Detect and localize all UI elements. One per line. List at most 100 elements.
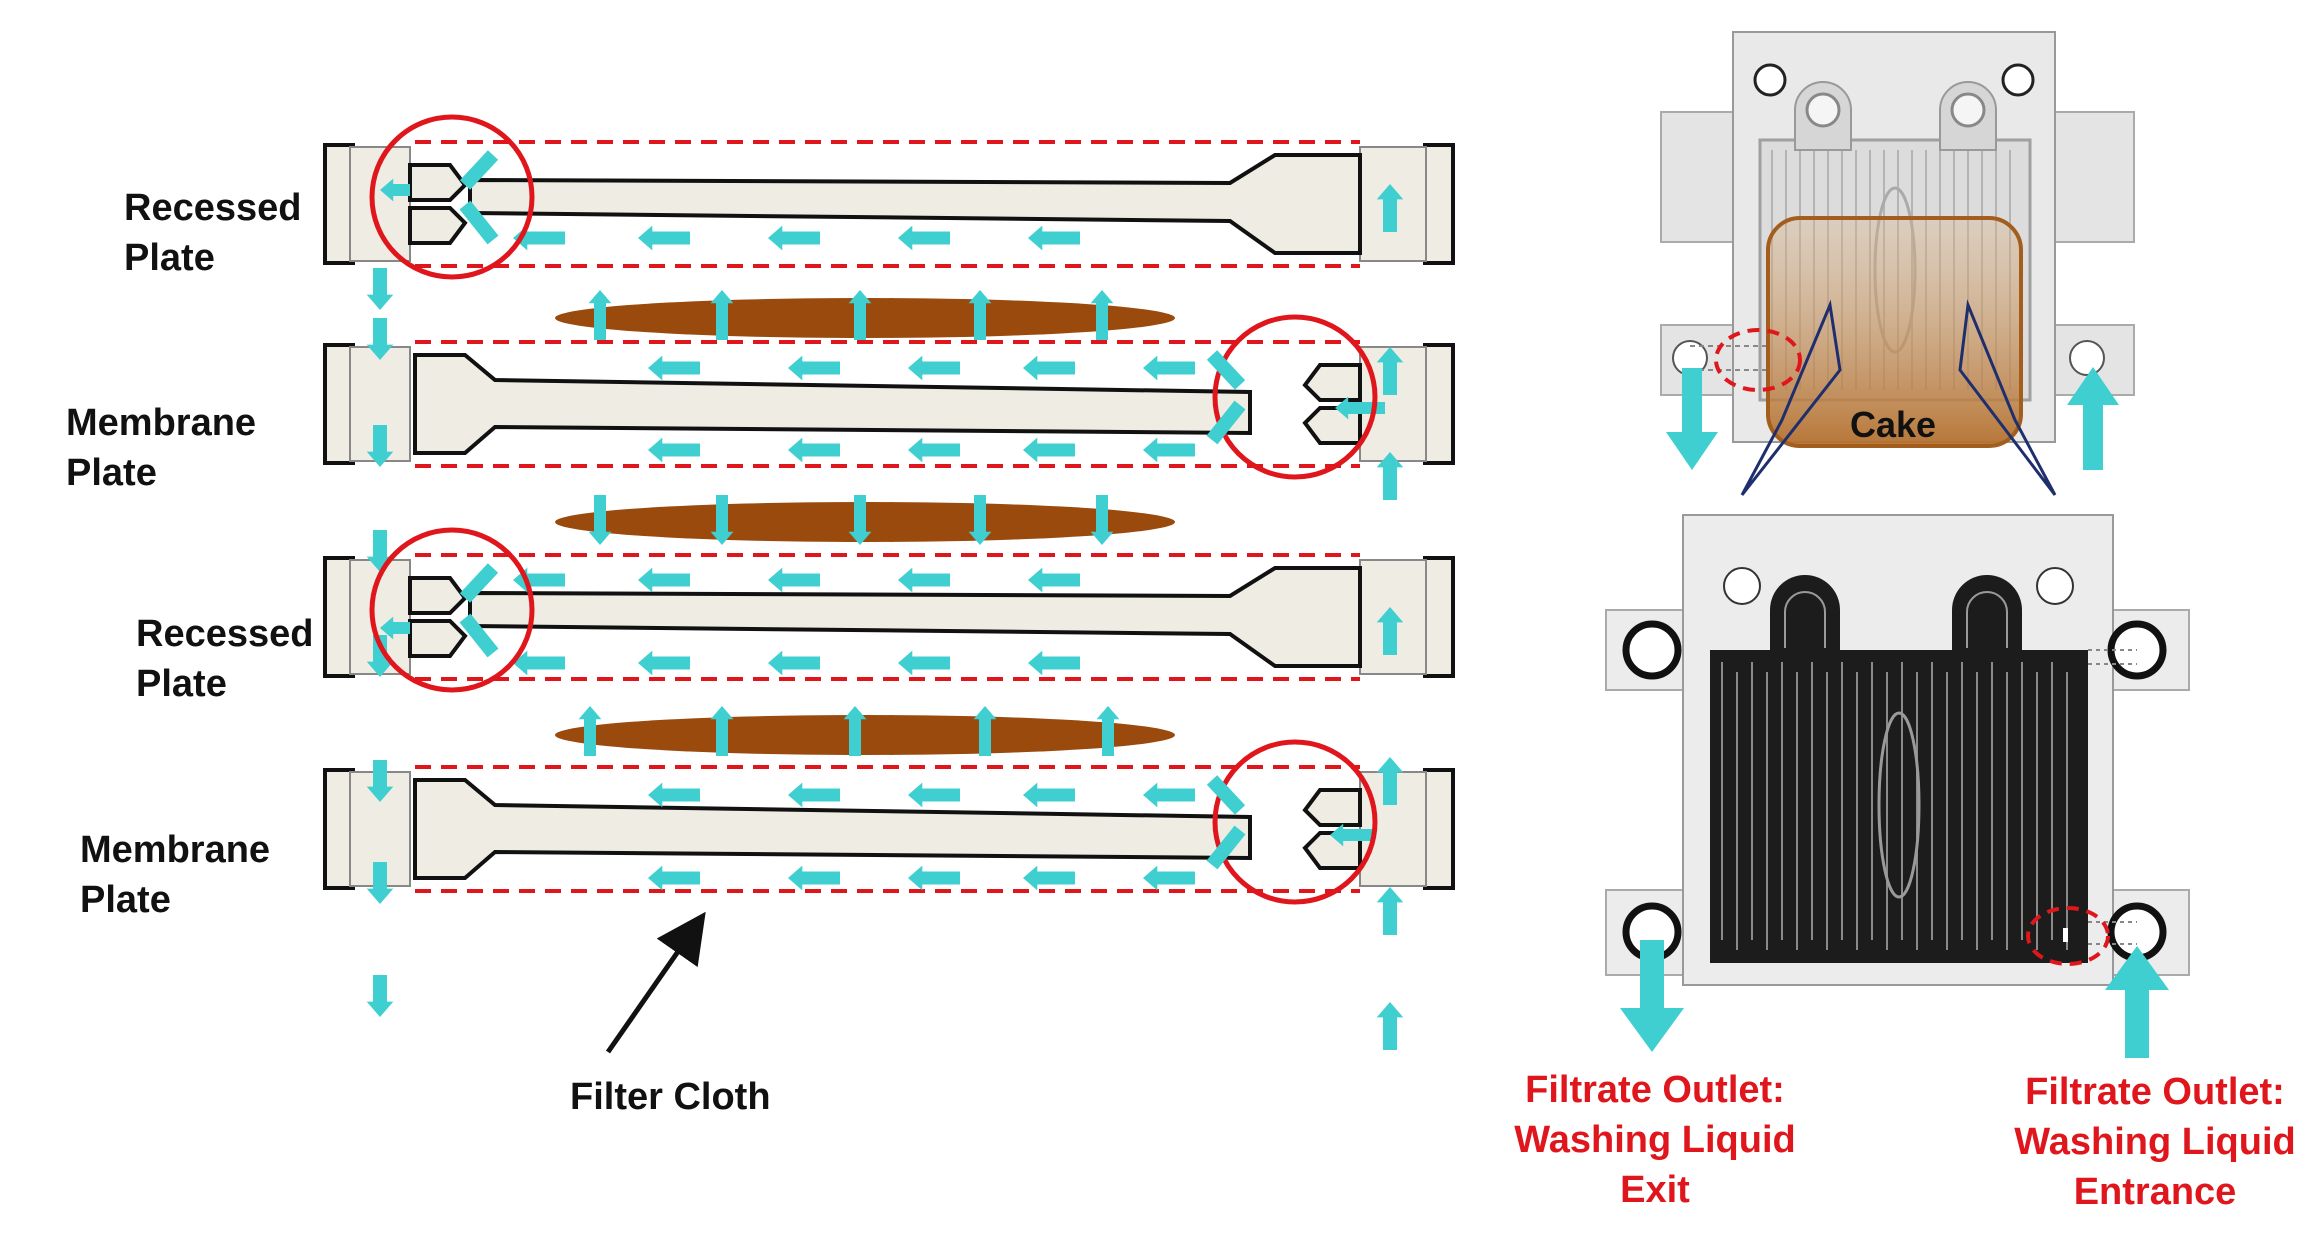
- outlet-label-line: Exit: [1620, 1169, 1690, 1211]
- port-fork: [408, 206, 468, 245]
- flow-bar: [1206, 350, 1246, 390]
- flow-arrow-icon: [648, 355, 700, 381]
- plate-end-cap: [323, 343, 355, 465]
- plate-body: [413, 778, 1252, 880]
- flow-arrow-icon: [513, 650, 565, 676]
- flow-arrow-icon: [1376, 184, 1404, 232]
- flow-arrow-icon: [1023, 355, 1075, 381]
- port-fork: [408, 619, 468, 658]
- plate-label-line: Recessed: [124, 187, 302, 229]
- flow-arrow-icon: [710, 495, 734, 545]
- flow-bar: [1206, 775, 1246, 815]
- plate-end-cap: [1423, 556, 1455, 678]
- flow-arrow-icon: [1376, 452, 1404, 500]
- flow-arrow-icon: [1330, 823, 1375, 847]
- flow-arrow-icon: [898, 650, 950, 676]
- flow-arrow-icon: [768, 225, 820, 251]
- flow-arrow-icon: [968, 495, 992, 545]
- flow-arrow-icon: [908, 782, 960, 808]
- flow-arrow-icon: [366, 760, 394, 802]
- plate-label-line: Membrane: [80, 829, 271, 871]
- port-ring-icon: [1622, 620, 1682, 680]
- plate-label-line: Plate: [124, 237, 215, 279]
- flow-bar: [1206, 825, 1246, 870]
- flow-arrow-icon: [638, 650, 690, 676]
- port-highlight-circle: [369, 527, 535, 693]
- flow-arrow-icon: [638, 225, 690, 251]
- flow-bar: [459, 563, 499, 603]
- flow-arrow-icon: [1376, 1002, 1404, 1050]
- flow-arrow-icon: [1143, 437, 1195, 463]
- flow-arrow-icon: [366, 975, 394, 1017]
- flow-arrow-icon: [588, 290, 612, 340]
- flow-arrow-icon: [366, 318, 394, 360]
- port-highlight-circle: [1212, 314, 1378, 480]
- outlet-label-line: Entrance: [2073, 1171, 2237, 1213]
- flow-arrow-icon: [638, 567, 690, 593]
- flow-arrow-icon: [1376, 887, 1404, 935]
- plate-end-cap: [1423, 768, 1455, 890]
- flow-bar: [459, 200, 499, 245]
- outlet-label-line: Washing Liquid: [2014, 1121, 2296, 1163]
- flow-arrow-icon: [1090, 290, 1114, 340]
- plate-end-cap: [1423, 343, 1455, 465]
- plate-body: [413, 353, 1252, 455]
- flow-arrow-icon: [1023, 782, 1075, 808]
- flow-arrow-icon: [710, 706, 734, 756]
- plate-end-cap: [323, 143, 355, 265]
- flow-arrow-icon: [648, 865, 700, 891]
- flow-arrow-icon: [578, 706, 602, 756]
- filter-cloth-label: Filter Cloth: [570, 1076, 771, 1118]
- outlet-label-line: Washing Liquid: [1514, 1119, 1796, 1161]
- outlet-label-line: Filtrate Outlet:: [1525, 1069, 1785, 1111]
- flow-arrow-icon: [768, 567, 820, 593]
- flow-arrow-icon: [788, 865, 840, 891]
- plate-label-line: Recessed: [136, 613, 314, 655]
- flow-arrow-icon: [1096, 706, 1120, 756]
- flow-arrow-icon: [768, 650, 820, 676]
- inlet-detail-highlight: [2026, 906, 2110, 966]
- recessed-plate-top-view: [1660, 31, 2135, 496]
- port-fork: [408, 163, 468, 202]
- flow-arrow-icon: [1023, 865, 1075, 891]
- plate-body: [468, 153, 1362, 255]
- outlet-label-line: Filtrate Outlet:: [2025, 1071, 2285, 1113]
- outlet-flow-arrow-icon: [1620, 940, 1684, 1052]
- flow-arrow-icon: [908, 355, 960, 381]
- flow-arrow-icon: [898, 567, 950, 593]
- outlet-flow-arrow-icon: [1666, 368, 1718, 470]
- port-icon: [1950, 92, 1986, 128]
- filtrate-outlet-entrance-label: Filtrate Outlet: Washing Liquid Entrance: [1970, 1067, 2319, 1217]
- plate-body: [468, 566, 1362, 668]
- plate-label-line: Membrane: [66, 402, 257, 444]
- flow-arrow-icon: [788, 355, 840, 381]
- flow-arrow-icon: [1376, 607, 1404, 655]
- inlet-flow-arrow-icon: [2067, 367, 2119, 470]
- flow-arrow-icon: [1143, 355, 1195, 381]
- flow-bar: [459, 613, 499, 658]
- plate-label-membrane-1: Membrane Plate: [66, 398, 256, 498]
- bolt-hole-icon: [1723, 567, 1761, 605]
- port-fork: [408, 576, 468, 615]
- plate-label-line: Plate: [66, 452, 157, 494]
- flow-bar: [459, 150, 499, 190]
- plate-label-recessed-1: Recessed Plate: [124, 183, 301, 283]
- flow-arrow-icon: [648, 782, 700, 808]
- flow-arrow-icon: [366, 268, 394, 310]
- flow-arrow-icon: [848, 495, 872, 545]
- flow-arrow-icon: [1376, 347, 1404, 395]
- flow-arrow-icon: [1023, 437, 1075, 463]
- port-highlight-circle: [1212, 739, 1378, 905]
- flow-arrow-icon: [898, 225, 950, 251]
- plate-label-membrane-2: Membrane Plate: [80, 825, 270, 925]
- flow-arrow-icon: [588, 495, 612, 545]
- port-highlight-circle: [369, 114, 535, 280]
- inlet-port-icon: [2069, 340, 2105, 376]
- flow-bar: [1206, 400, 1246, 445]
- bolt-hole-icon: [2036, 567, 2074, 605]
- flow-arrow-icon: [1028, 225, 1080, 251]
- flow-arrow-icon: [1143, 782, 1195, 808]
- flow-arrow-icon: [788, 782, 840, 808]
- membrane-plate-top-view: [1605, 514, 2190, 1058]
